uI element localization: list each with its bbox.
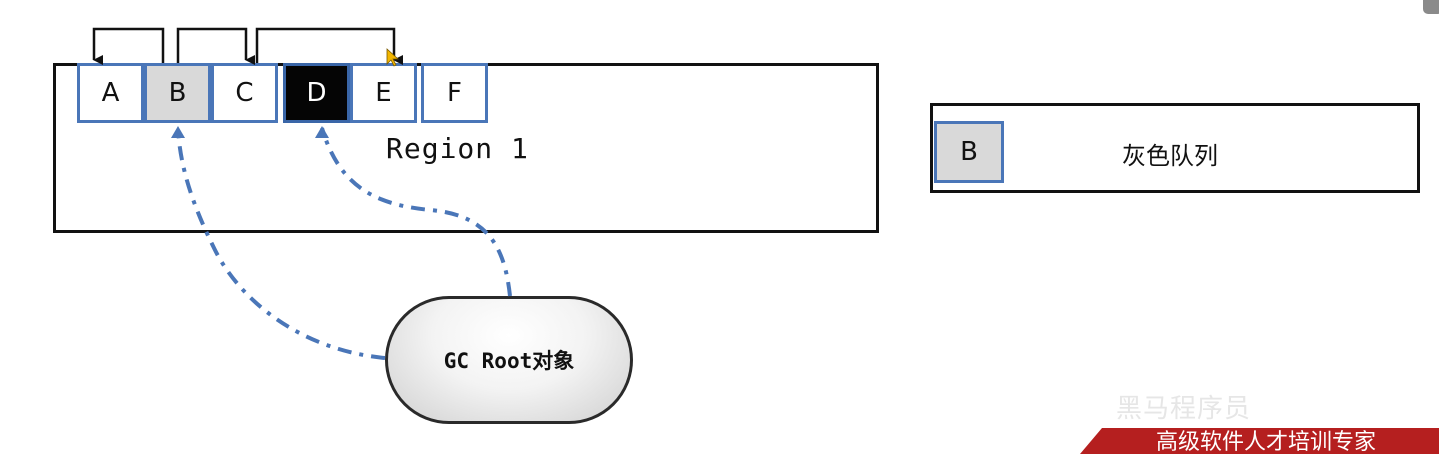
object-cell-d: D (283, 63, 350, 123)
gray-queue-box (930, 103, 1420, 193)
watermark-slogan: 高级软件人才培训专家 (1156, 430, 1377, 454)
object-cell-label: A (101, 78, 120, 108)
gc-root-node: GC Root对象 (385, 296, 633, 424)
object-cell-e: E (350, 63, 417, 123)
object-cell-c: C (211, 63, 278, 123)
object-cell-label: F (447, 78, 462, 108)
gray-queue-title: 灰色队列 (1122, 142, 1218, 170)
object-cell-f: F (421, 63, 488, 123)
gc-root-label: GC Root对象 (443, 349, 575, 373)
object-cell-label: B (168, 78, 187, 108)
watermark-banner: 高级软件人才培训专家 (1080, 428, 1439, 454)
gray-queue-item: B (934, 121, 1004, 183)
object-cell-label: E (375, 78, 392, 108)
reference-arrow-b-to-c (176, 27, 255, 65)
object-cell-label: C (235, 78, 254, 108)
object-cell-label: D (306, 78, 327, 108)
object-cell-a: A (77, 63, 144, 123)
watermark-brand: 黑马程序员 (1116, 394, 1252, 424)
gray-queue-item-label: B (960, 137, 978, 167)
window-corner-tab (1423, 0, 1439, 14)
region-label: Region 1 (386, 132, 529, 165)
object-cell-b: B (144, 63, 211, 123)
reference-arrow-b-to-a (92, 27, 165, 65)
reference-arrow-c-to-e (255, 27, 403, 65)
